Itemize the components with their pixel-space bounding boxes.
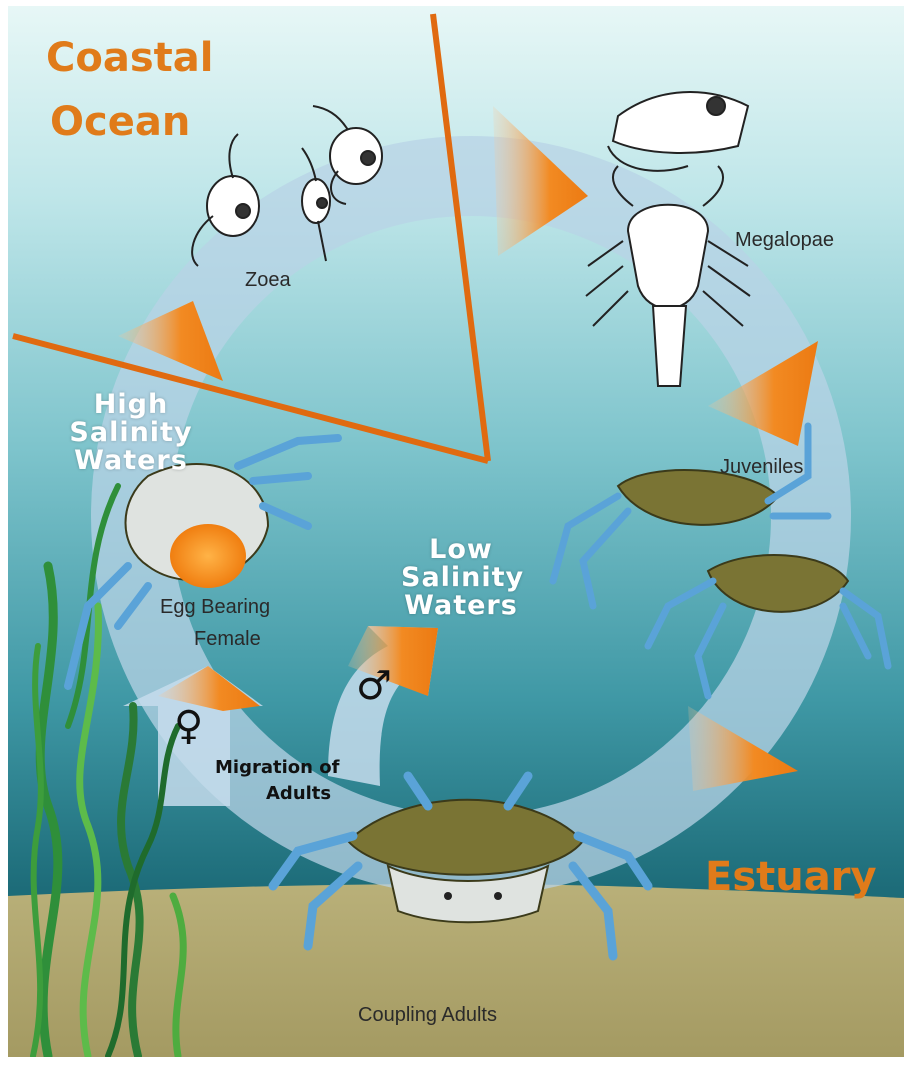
low-salinity-label: Low Salinity Waters [401,536,521,620]
egg-bearing-female-label-line1: Egg Bearing [160,596,270,619]
estuary-label: Estuary [705,853,877,901]
high-salinity-line1: High [66,391,196,419]
high-salinity-label: High Salinity Waters [66,391,196,475]
low-salinity-line2: Salinity [401,564,521,592]
low-salinity-line1: Low [401,536,521,564]
crab-life-cycle-diagram: Coastal Ocean Estuary High Salinity Wate… [8,6,904,1057]
egg-bearing-female-label-line2: Female [194,628,261,651]
low-salinity-line3: Waters [401,592,521,620]
migration-label-line2: Adults [266,782,331,806]
coupling-adults-label: Coupling Adults [358,1004,497,1027]
female-symbol: ♀ [174,706,203,746]
high-salinity-line3: Waters [66,447,196,475]
coastal-ocean-label-line1: Coastal [46,34,213,82]
megalopae-label: Megalopae [735,229,834,252]
region-divider-diagonal [433,14,488,461]
male-symbol: ♂ [356,666,392,706]
juveniles-label: Juveniles [720,456,803,479]
high-salinity-line2: Salinity [66,419,196,447]
zoea-label: Zoea [245,269,291,292]
coastal-ocean-label-line2: Ocean [50,98,190,146]
migration-label-line1: Migration of [215,756,339,780]
